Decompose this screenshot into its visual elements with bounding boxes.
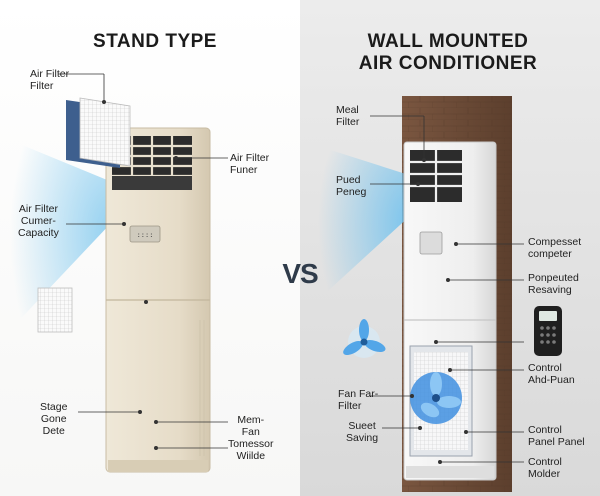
wall-mounted-title-line1: WALL MOUNTED	[367, 31, 529, 52]
wall-mounted-title-line2: AIR CONDITIONER	[358, 53, 538, 74]
stand-type-title: STAND TYPE	[93, 31, 217, 52]
label-meal-filter: Meal Filter	[336, 104, 360, 128]
label-mem-fan: Mem- Fan Tomessor Wiilde	[228, 414, 274, 462]
label-air-filter-top: Air Filter Filter	[30, 68, 70, 92]
remote-control-icon	[534, 306, 562, 356]
loose-filter-icon	[37, 287, 73, 333]
label-sueet-saving: Sueet Saving	[346, 420, 379, 444]
airflow-right	[318, 146, 412, 300]
label-stage-gone: Stage Gone Dete	[40, 401, 68, 437]
airflow-left	[10, 140, 112, 330]
label-control-panel: Control Panel Panel	[528, 424, 585, 448]
label-air-filter-capacity: Air Filter Cumer- Capacity	[18, 203, 59, 239]
loose-fan-icon	[343, 319, 386, 358]
wall-mounted-unit	[318, 96, 512, 492]
stand-display-icon	[129, 225, 161, 243]
label-air-filter-funer: Air Filter Funer	[230, 152, 270, 176]
air-filter-icon	[66, 97, 131, 168]
label-control-molder: Control Molder	[528, 456, 562, 480]
stand-unit: ::::	[10, 127, 211, 473]
label-pued-peneg: Pued Peneg	[336, 174, 367, 198]
label-control-ahd: Control Ahd-Puan	[528, 362, 575, 386]
label-ponpeuted: Ponpeuted Resaving	[528, 272, 579, 296]
svg-text:::::: ::::	[137, 231, 154, 239]
label-compesset: Compesset competer	[528, 236, 582, 260]
vs-label: VS	[282, 258, 318, 289]
label-fan-filter: Fan Far- Filter	[338, 388, 379, 412]
wall-display-icon	[419, 231, 443, 255]
